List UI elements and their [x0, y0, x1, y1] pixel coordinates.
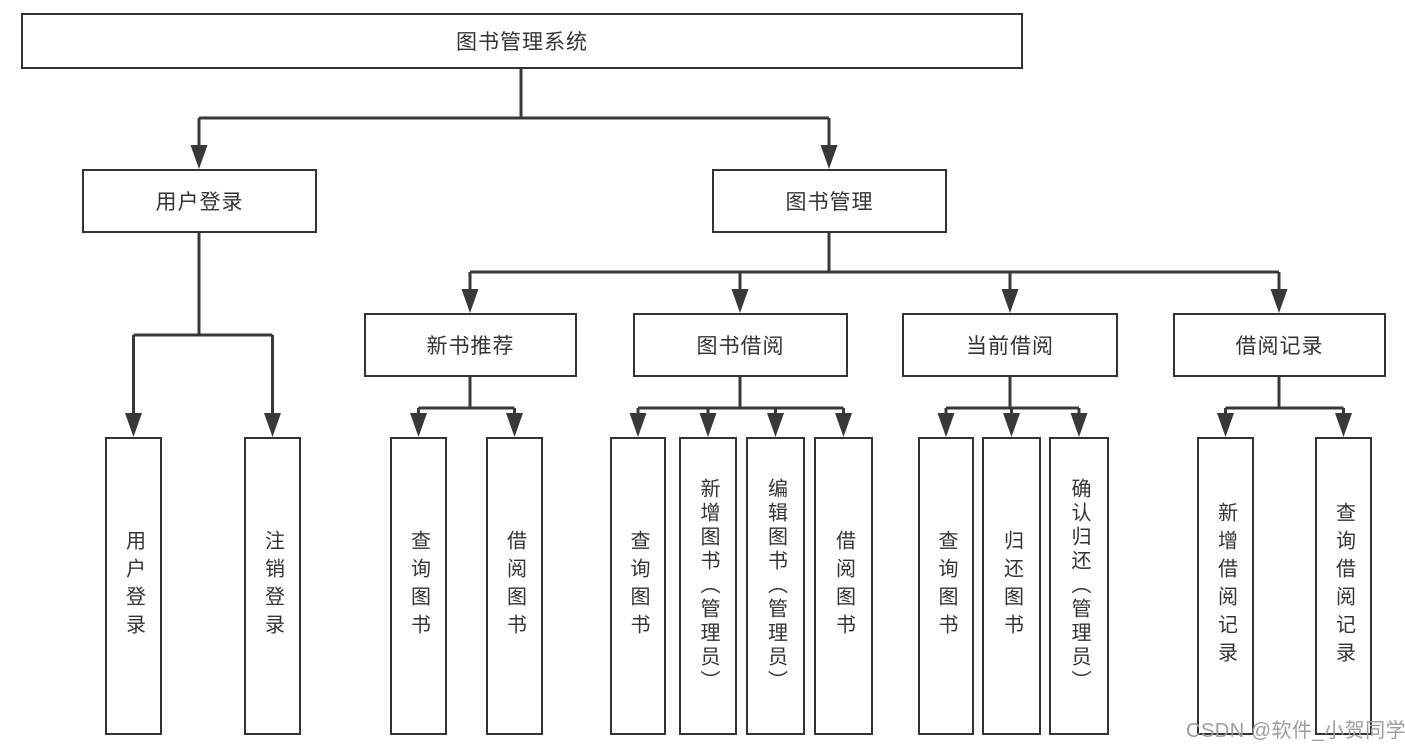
node-cb-confirm-return-admin-label: 确认归还（管理员）: [1068, 478, 1090, 694]
node-root-label: 图书管理系统: [456, 31, 588, 54]
arrow-icon: [835, 413, 852, 437]
node-br-add-record-label: 新增借阅记录: [1214, 502, 1237, 670]
node-new-book-recommend: 新书推荐: [364, 313, 577, 377]
node-nr-query-book: 查询图书: [390, 437, 447, 735]
arrow-icon: [629, 413, 647, 437]
watermark: CSDN @软件_小贺同学: [1186, 720, 1405, 742]
node-nr-borrow-book: 借阅图书: [486, 437, 543, 735]
node-user-login-leaf: 用户登录: [105, 437, 162, 735]
arrow-icon: [1003, 413, 1020, 437]
arrow-icon: [190, 145, 208, 169]
node-new-book-recommend-label: 新书推荐: [426, 335, 515, 358]
node-book-borrow: 图书借阅: [633, 313, 848, 377]
node-user-login-label: 用户登录: [155, 191, 244, 214]
node-cb-return-book: 归还图书: [982, 437, 1041, 735]
arrowheads: [125, 145, 1352, 437]
node-br-query-record: 查询借阅记录: [1315, 437, 1372, 735]
arrow-icon: [1335, 413, 1352, 437]
node-root: 图书管理系统: [21, 13, 1023, 69]
node-bb-add-book-admin: 新增图书（管理员）: [679, 437, 737, 735]
node-cb-query-book-label: 查询图书: [935, 530, 957, 642]
arrow-icon: [767, 413, 784, 437]
node-bb-borrow-book-label: 借阅图书: [832, 530, 855, 642]
node-current-borrow: 当前借阅: [902, 313, 1118, 377]
arrow-icon: [506, 413, 523, 437]
node-cb-return-book-label: 归还图书: [1000, 530, 1023, 642]
node-bb-query-book: 查询图书: [610, 437, 666, 735]
arrow-icon: [1270, 289, 1288, 313]
node-borrow-record: 借阅记录: [1173, 313, 1386, 377]
arrow-icon: [699, 413, 717, 437]
arrow-icon: [820, 145, 838, 169]
node-logout-leaf-label: 注销登录: [261, 530, 284, 642]
node-bb-query-book-label: 查询图书: [627, 530, 649, 642]
node-bb-edit-book-admin: 编辑图书（管理员）: [746, 437, 805, 735]
connector-path: [132, 69, 1345, 416]
node-bb-add-book-admin-label: 新增图书（管理员）: [697, 478, 719, 694]
node-nr-query-book-label: 查询图书: [407, 530, 430, 642]
arrow-icon: [264, 413, 281, 437]
arrow-icon: [1001, 289, 1019, 313]
arrow-icon: [125, 413, 142, 437]
arrow-icon: [461, 289, 479, 313]
node-user-login-leaf-label: 用户登录: [122, 530, 145, 642]
node-nr-borrow-book-label: 借阅图书: [503, 530, 526, 642]
node-bb-edit-book-admin-label: 编辑图书（管理员）: [764, 478, 787, 694]
node-user-login: 用户登录: [82, 169, 317, 233]
node-book-borrow-label: 图书借阅: [696, 335, 785, 358]
node-bb-borrow-book: 借阅图书: [814, 437, 873, 735]
node-book-management-label: 图书管理: [785, 191, 874, 214]
node-br-query-record-label: 查询借阅记录: [1332, 502, 1355, 670]
node-cb-query-book: 查询图书: [918, 437, 974, 735]
node-br-add-record: 新增借阅记录: [1197, 437, 1254, 735]
node-current-borrow-label: 当前借阅: [966, 335, 1054, 358]
arrow-icon: [410, 413, 427, 437]
node-logout-leaf: 注销登录: [244, 437, 301, 735]
arrow-icon: [1217, 413, 1234, 437]
node-borrow-record-label: 借阅记录: [1235, 335, 1324, 358]
node-book-management: 图书管理: [712, 169, 947, 233]
node-cb-confirm-return-admin: 确认归还（管理员）: [1049, 437, 1109, 735]
arrow-icon: [731, 289, 749, 313]
arrow-icon: [1070, 413, 1088, 437]
arrow-icon: [937, 413, 955, 437]
